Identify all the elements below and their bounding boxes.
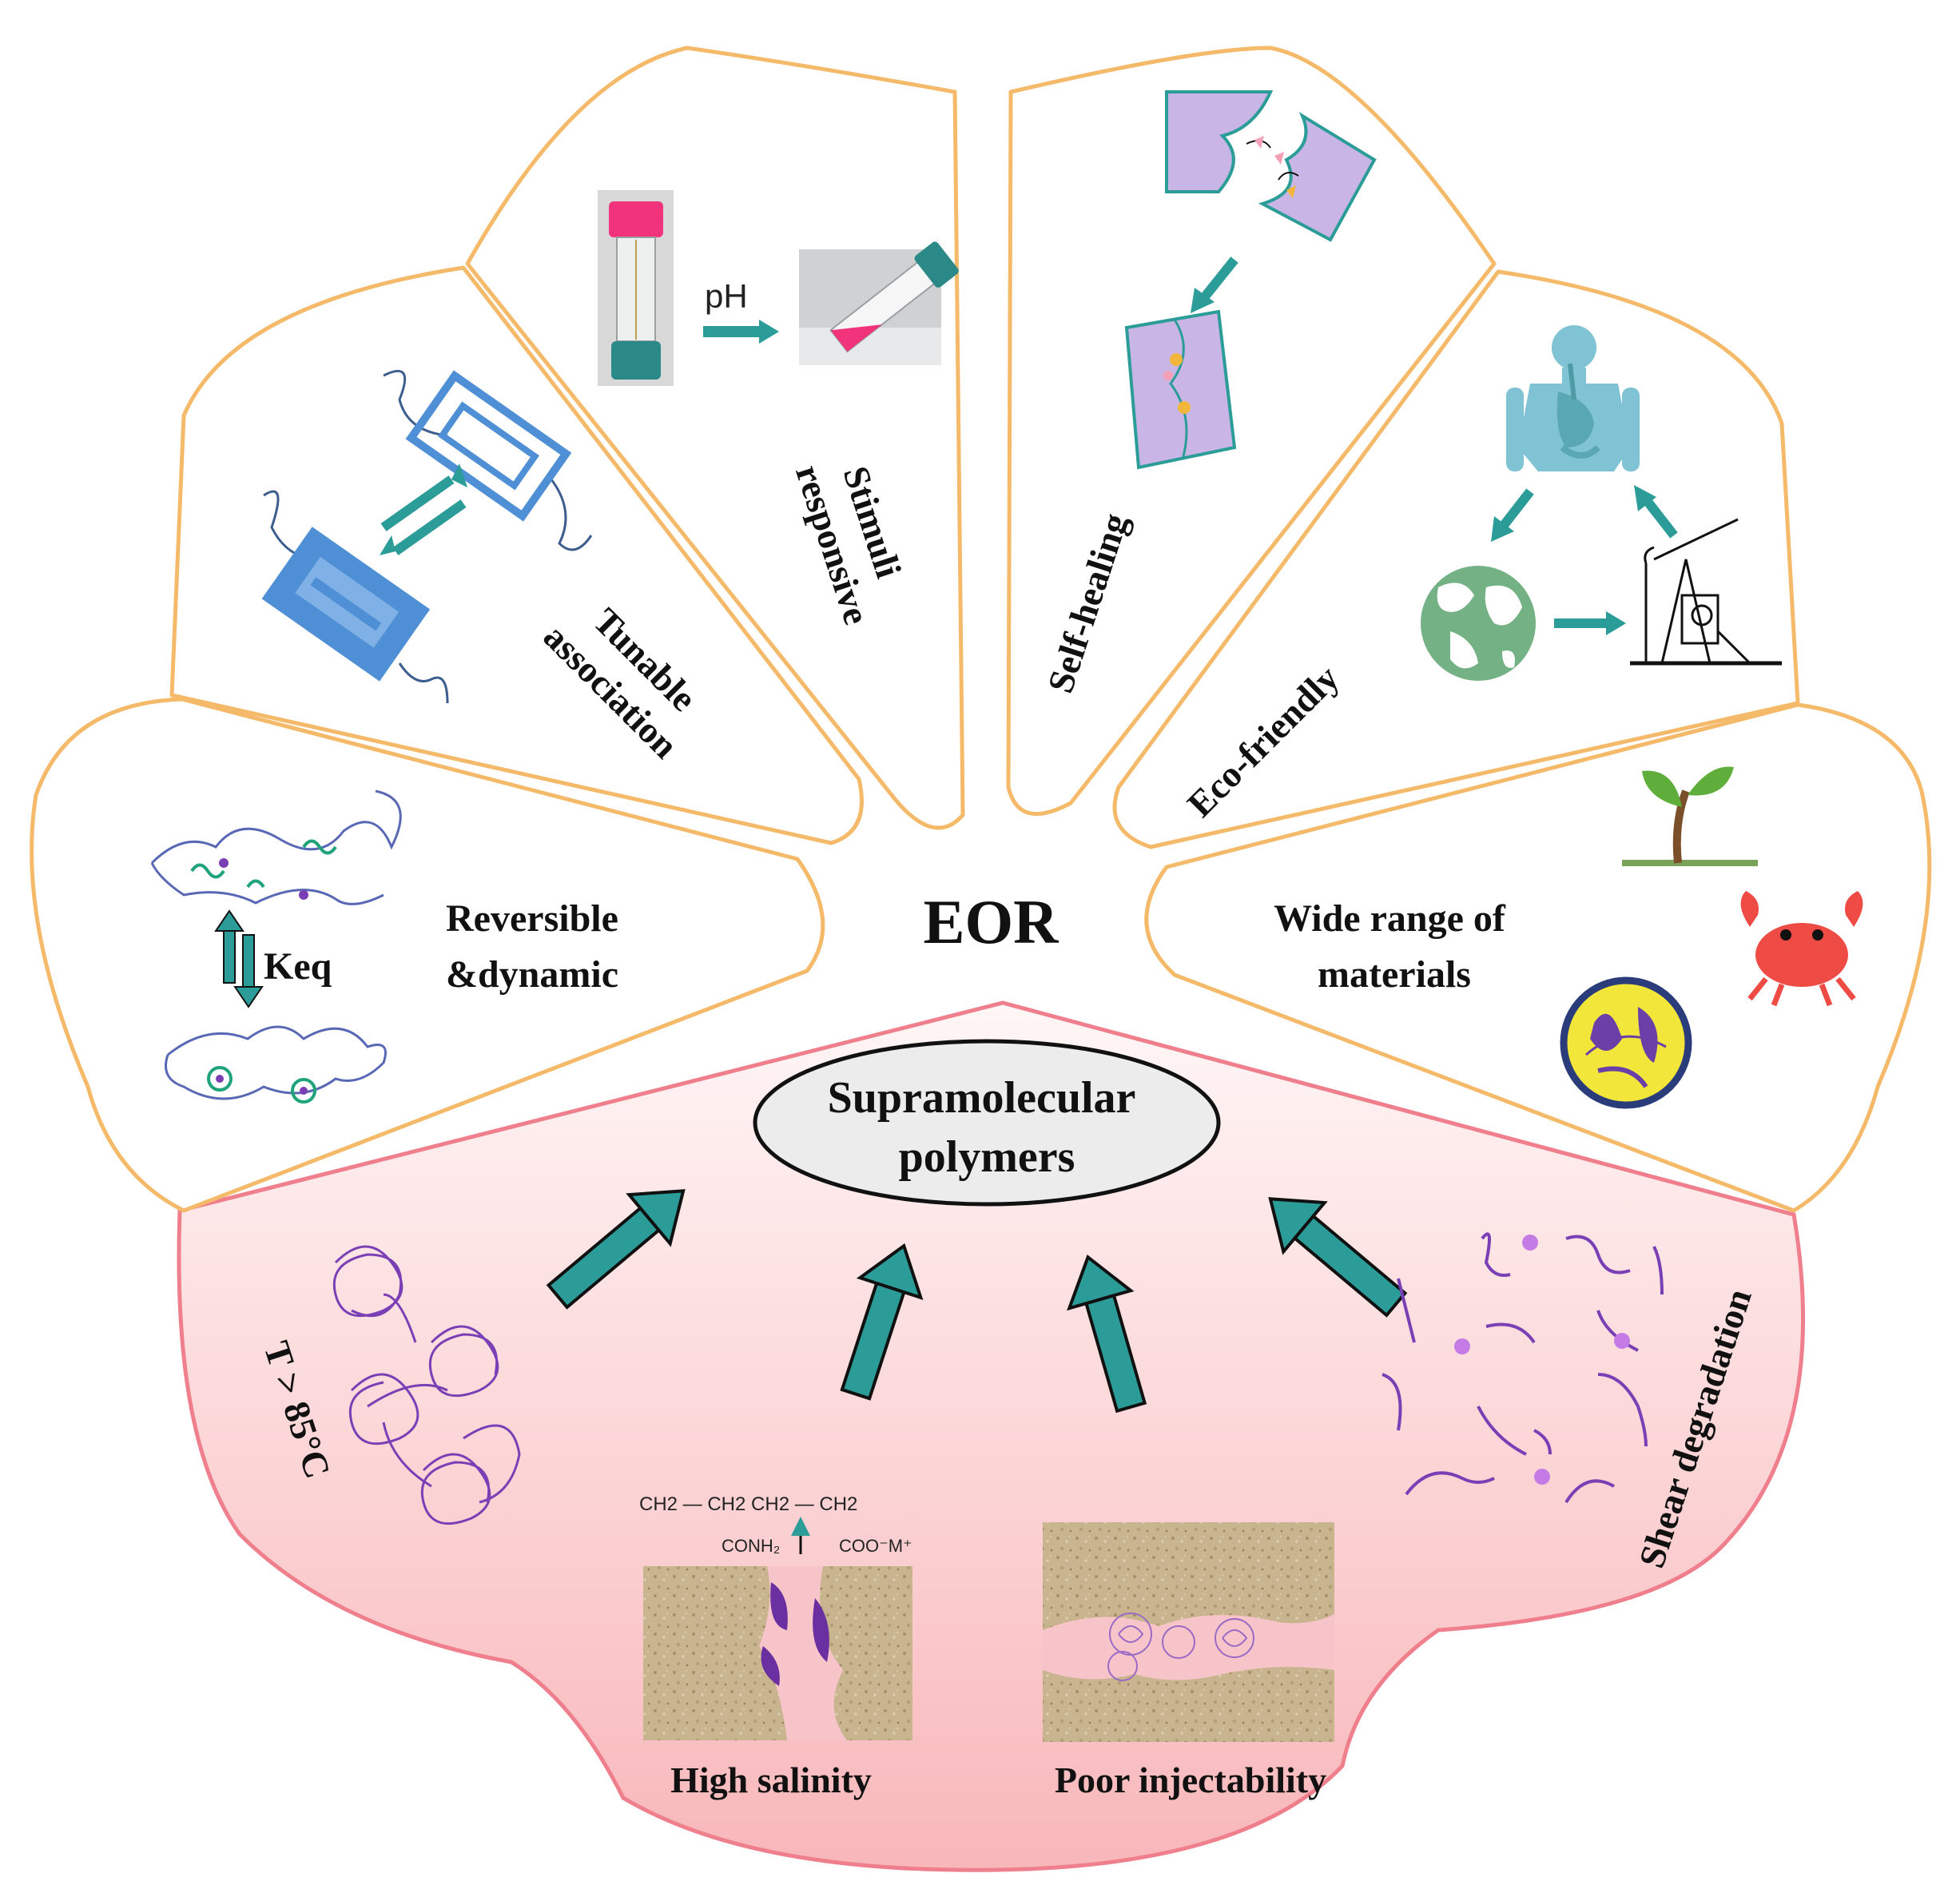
ph-arrow-icon [703,320,779,344]
crab-icon [1740,891,1863,1007]
self-healing-joined-icon [1124,309,1237,470]
self-healing-split-icon [1165,90,1377,242]
self-healing-arrow-icon [1191,257,1238,313]
poor-injectability-label: Poor injectability [1055,1760,1326,1800]
association-blocks-icon [261,369,593,704]
polymer-fragment-dots [1454,1235,1630,1485]
sand-pore-icon [1043,1522,1334,1742]
polymer-network-bottom-icon [165,1025,387,1104]
formula-conh2: CONH₂ [722,1536,780,1556]
equilibrium-arrows-icon [380,463,467,555]
polyacrylamide-formula: CH2 — CH2 CH2 — CH2 CONH₂ COO⁻M⁺ [639,1493,912,1556]
ph-label: pH [705,277,748,315]
microbe-icon [1560,976,1692,1109]
eor-title: EOR [923,887,1060,956]
petal-tunable-association [169,265,864,845]
formula-top: CH2 — CH2 CH2 — CH2 [639,1493,857,1515]
polymer-fragments-icon [1382,1232,1664,1504]
challenge-arrows [546,1189,1408,1414]
formula-coo: COO⁻M⁺ [839,1536,912,1556]
globe-icon [1421,566,1536,681]
double-arrow-icon [214,909,264,1008]
polymer-network-top-icon [150,789,402,905]
supramolecular-label: Supramolecular polymers [828,1073,1147,1182]
reversible-dynamic-label: Reversible &dynamic [446,897,628,996]
keq-label: Keq [264,945,332,988]
challenges-region [177,1000,1806,1872]
wide-range-materials-label: Wide range of materials [1274,897,1515,996]
polymer-coil-icon [332,1245,521,1525]
supramolecular-ellipse [753,1039,1221,1207]
plant-icon [1622,766,1758,866]
cycle-arrow-icon [1491,485,1678,635]
vial-icon [598,190,674,386]
petal-stimuli-responsive [465,46,965,830]
sand-pore-icon [643,1566,912,1740]
tilted-vial-icon [799,241,959,365]
human-body-icon [1506,325,1640,471]
petal-wide-range-materials [1144,702,1932,1213]
high-salinity-label: High salinity [670,1760,872,1800]
oil-pump-icon [1630,518,1782,666]
petal-self-healing [1006,46,1497,817]
